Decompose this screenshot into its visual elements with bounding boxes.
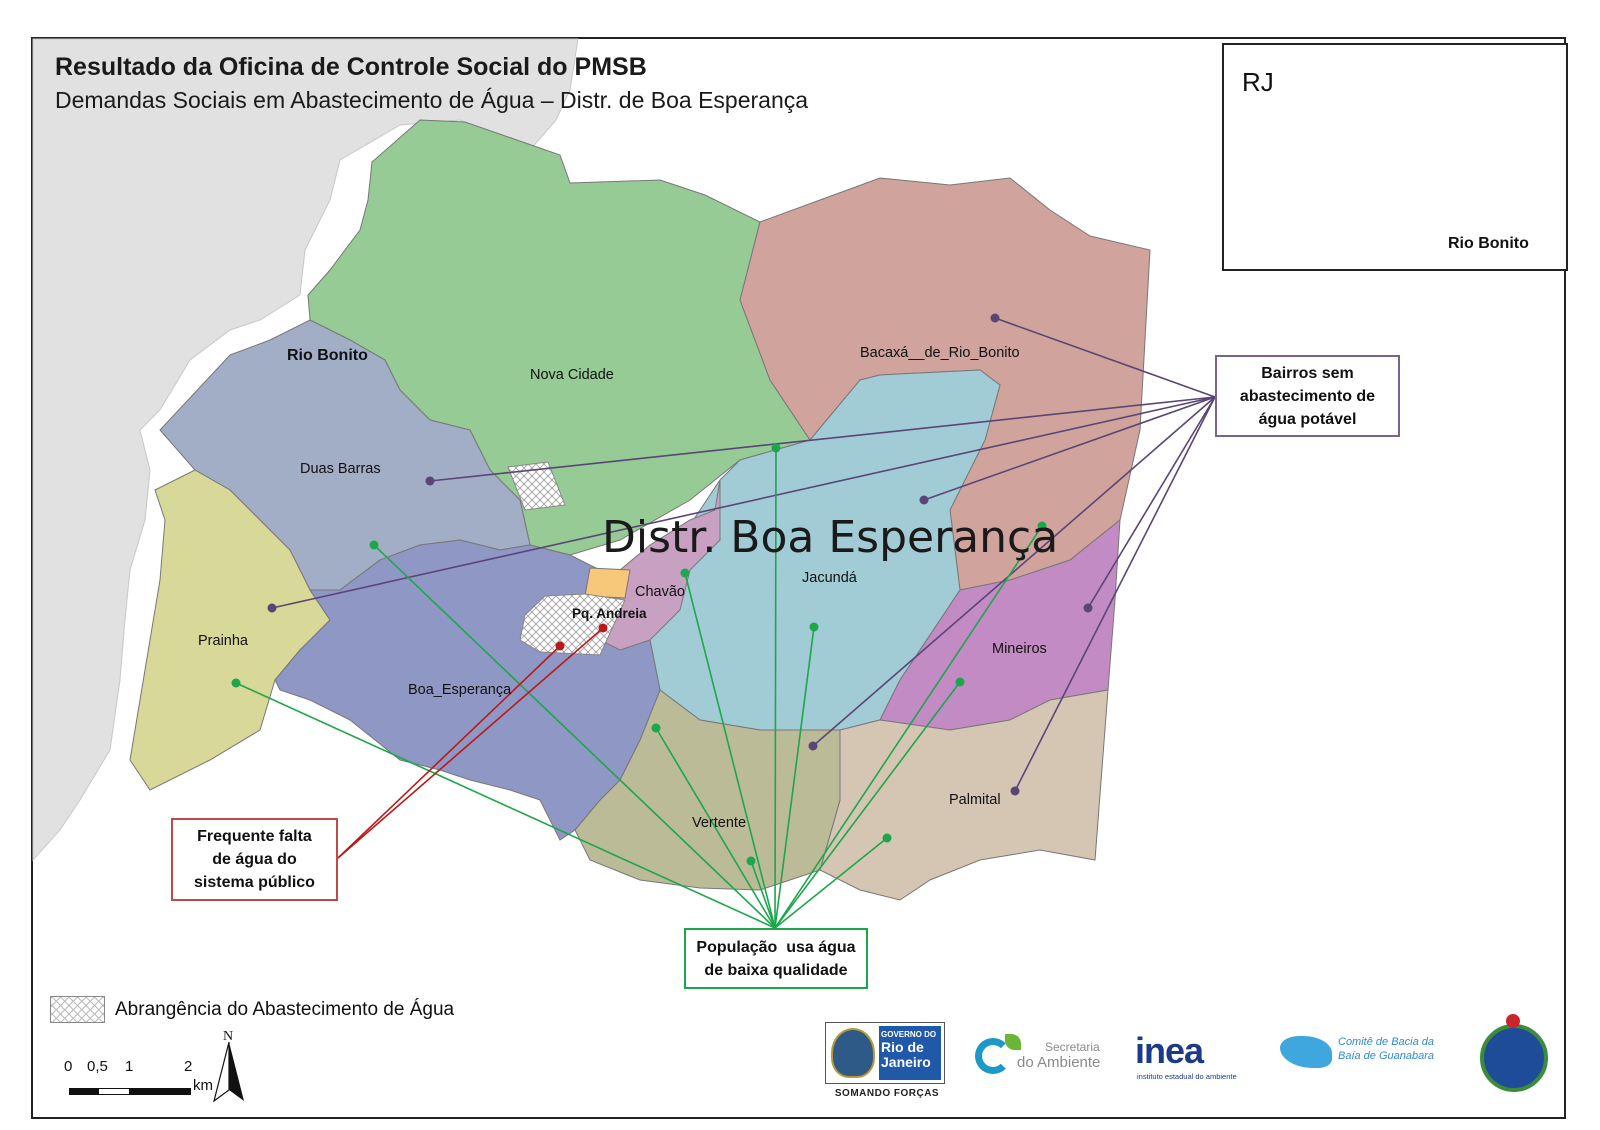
inset-map: RJ Rio Bonito: [1222, 43, 1568, 271]
callout-low-quality-line1: População usa água: [696, 938, 856, 956]
label-vertente: Vertente: [692, 815, 746, 831]
secretaria-ambiente-logo: Secretaria do Ambiente: [975, 1028, 1115, 1088]
callout-no-supply-line3: água potável: [1258, 410, 1357, 428]
map-legend: Abrangência do Abastecimento de Água: [50, 996, 454, 1023]
region-pq-orange: [584, 567, 631, 599]
gov-rj-tagline: SOMANDO FORÇAS: [834, 1088, 940, 1099]
red-leaders: [337, 627, 604, 859]
swirl-icon: [975, 1038, 1011, 1074]
region-prainha: [129, 469, 331, 791]
label-pq-andreia: Pq. Andreia: [572, 606, 647, 621]
secretaria-line1: Secretaria: [1045, 1040, 1100, 1054]
municipal-seal-logo: [1470, 1014, 1560, 1104]
callout-low-quality-line2: de baixa qualidade: [704, 961, 848, 979]
label-nova-cidade: Nova Cidade: [530, 367, 614, 383]
inset-state-label: RJ: [1242, 67, 1274, 97]
secretaria-line2: do Ambiente: [1017, 1054, 1101, 1071]
map-subtitle: Demandas Sociais em Abastecimento de Águ…: [55, 87, 808, 113]
callout-shortage-line3: sistema público: [194, 874, 315, 891]
seal-icon: [1480, 1024, 1548, 1092]
gov-rj-main1: Rio de: [881, 1039, 924, 1055]
label-jacunda: Jacundá: [802, 570, 858, 586]
comite-bacia-logo: Comitê de Bacia da Baía de Guanabara: [1280, 1030, 1450, 1090]
district-label: Distr. Boa Esperança: [602, 512, 1058, 563]
callout-no-supply: Bairros sem abastecimento de água potáve…: [1215, 355, 1400, 437]
label-chavao: Chavão: [635, 584, 685, 600]
green-leaders: [235, 447, 1043, 929]
inea-logo: inea instituto estadual do ambiente: [1135, 1030, 1265, 1090]
supply-area-north: [507, 461, 566, 511]
logo-strip: GOVERNO DO Rio de Janeiro SOMANDO FORÇAS…: [825, 1014, 1565, 1108]
scale-tick-0: 0: [64, 1058, 73, 1075]
north-arrow-icon: [213, 1041, 244, 1103]
scale-tick-2: 2: [184, 1058, 193, 1075]
scale-labels: 0 0,5 1 2 km: [60, 1055, 260, 1095]
legend-hatch-swatch: [50, 996, 105, 1023]
supply-area-pq-andreia: [519, 593, 626, 656]
inea-subtitle: instituto estadual do ambiente: [1137, 1072, 1237, 1081]
callout-no-supply-line1: Bairros sem: [1261, 364, 1354, 382]
leaf-icon: [1005, 1034, 1021, 1050]
label-municipality: Rio Bonito: [287, 347, 368, 364]
label-duas-barras: Duas Barras: [300, 461, 381, 477]
label-boa-esperanca: Boa_Esperança: [408, 682, 512, 698]
callout-no-supply-line2: abastecimento de: [1239, 387, 1376, 405]
gov-rj-top: GOVERNO DO: [881, 1030, 937, 1039]
gov-rj-main2: Janeiro: [881, 1054, 931, 1070]
callout-shortage-line1: Frequente falta: [197, 828, 312, 845]
label-palmital: Palmital: [949, 792, 1001, 808]
gov-rj-crest-icon: [831, 1028, 875, 1078]
label-bacaxa: Bacaxá__de_Rio_Bonito: [860, 345, 1020, 361]
scale-unit: km: [193, 1077, 213, 1094]
bay-map-icon: [1280, 1036, 1332, 1068]
inset-city-label: Rio Bonito: [1448, 235, 1529, 252]
map-title: Resultado da Oficina de Controle Social …: [55, 53, 647, 81]
scale-tick-05: 0,5: [87, 1058, 108, 1075]
north-letter: N: [223, 1029, 233, 1044]
callout-low-quality: População usa água de baixa qualidade: [684, 928, 868, 989]
purple-leaders: [271, 317, 1216, 792]
inea-wordmark: inea: [1135, 1030, 1204, 1071]
callout-shortage: Frequente falta de água do sistema públi…: [171, 818, 338, 901]
gov-rj-logo: GOVERNO DO Rio de Janeiro SOMANDO FORÇAS: [825, 1018, 945, 1103]
comite-line1: Comitê de Bacia da: [1338, 1036, 1434, 1048]
purple-points: [267, 313, 1093, 796]
label-prainha: Prainha: [198, 633, 249, 649]
scale-tick-1: 1: [125, 1058, 134, 1075]
scale-bar: [69, 1088, 191, 1095]
label-mineiros: Mineiros: [992, 641, 1047, 657]
callout-shortage-line2: de água do: [212, 851, 297, 868]
legend-hatch-label: Abrangência do Abastecimento de Água: [115, 998, 455, 1020]
red-points: [555, 623, 608, 651]
green-points: [231, 443, 1047, 866]
comite-line2: Baía de Guanabara: [1338, 1050, 1435, 1062]
